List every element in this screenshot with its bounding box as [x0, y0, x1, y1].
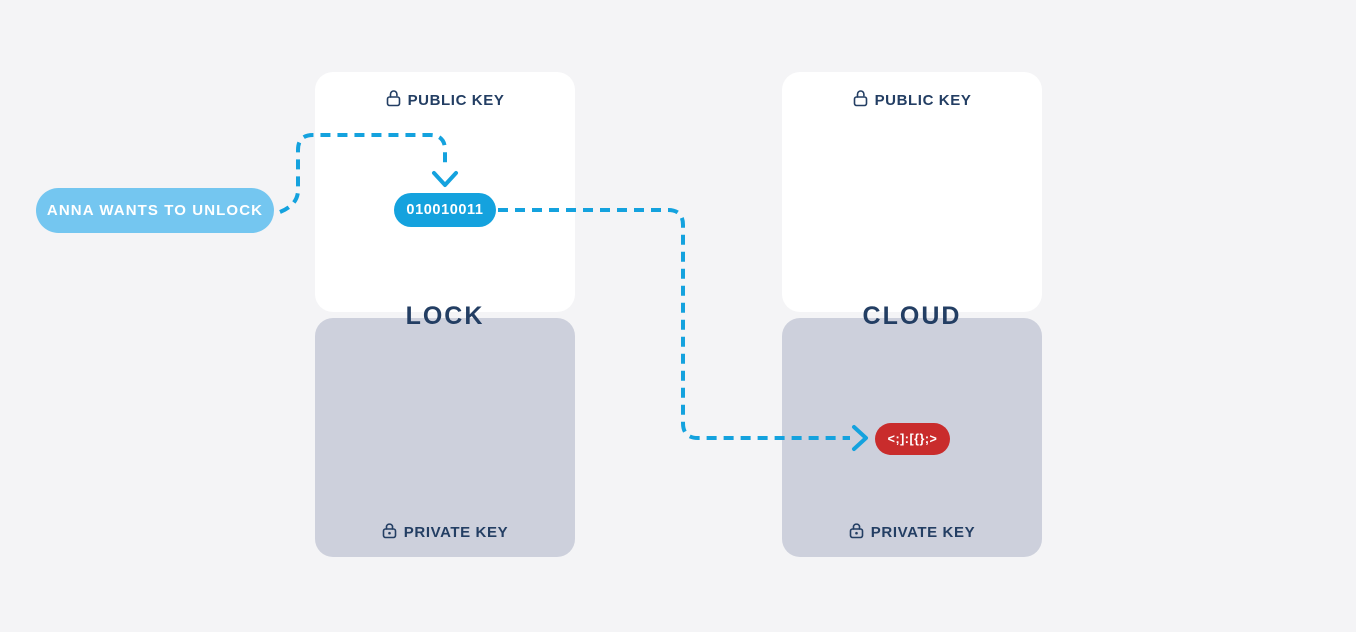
cloud-public-key-text: PUBLIC KEY [874, 92, 972, 109]
cloud-public-key-card: PUBLIC KEY [782, 72, 1042, 312]
cloud-public-key-label: PUBLIC KEY [782, 90, 1042, 111]
lock-private-key-card: PRIVATE KEY [315, 318, 575, 557]
lock-public-key-card: PUBLIC KEY [315, 72, 575, 312]
cloud-group-title: CLOUD [862, 302, 962, 330]
lock-private-key-label: PRIVATE KEY [315, 522, 575, 543]
encrypted-value-pill: <;]:[{};> [875, 423, 950, 455]
lock-public-key-text: PUBLIC KEY [407, 92, 505, 109]
anna-request-badge: ANNA WANTS TO UNLOCK [36, 188, 274, 233]
public-key-value-pill: 010010011 [394, 193, 496, 227]
cloud-private-key-text: PRIVATE KEY [870, 524, 976, 541]
lock-private-key-text: PRIVATE KEY [403, 524, 509, 541]
locked-padlock-icon [849, 522, 864, 543]
unlocked-padlock-icon [853, 90, 868, 111]
locked-padlock-icon [382, 522, 397, 543]
lock-group-title: LOCK [405, 302, 485, 330]
unlocked-padlock-icon [386, 90, 401, 111]
cloud-private-key-label: PRIVATE KEY [782, 522, 1042, 543]
lock-public-key-label: PUBLIC KEY [315, 90, 575, 111]
